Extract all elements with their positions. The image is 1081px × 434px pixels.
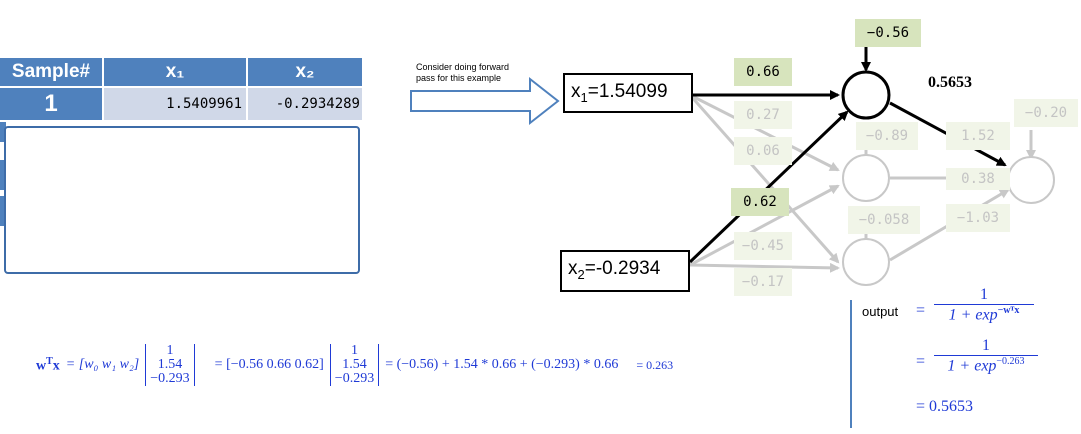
edge-x2-h1 <box>688 110 849 264</box>
sigmoid-eq-2: = <box>916 353 926 370</box>
eq-vec2-1: 1.54 <box>342 357 367 372</box>
row-x1-value: 1.5409961 <box>104 88 246 120</box>
sigmoid-fraction-1: 1 1 + exp−wᵀx <box>934 286 1034 324</box>
eq-w-values: = [−0.56 0.66 0.62] <box>214 357 324 372</box>
weight-h2-x1: 0.27 <box>734 101 792 129</box>
header-x2: x₂ <box>248 58 362 86</box>
x1-value: =1.54099 <box>587 81 668 102</box>
table-edge <box>0 160 6 190</box>
h1-output-value: 0.5653 <box>928 74 972 91</box>
hidden-node-1 <box>841 70 891 120</box>
row-x2-value: -0.2934289 <box>248 88 362 120</box>
eq-vec1-2: −0.293 <box>150 371 190 386</box>
sigmoid-den2-sup: −0.263 <box>996 356 1025 367</box>
weight-h1-x1: 0.66 <box>734 58 792 86</box>
output-node <box>1007 156 1055 204</box>
eq-expansion: = (−0.56) + 1.54 * 0.66 + (−0.293) * 0.6… <box>385 357 619 372</box>
hidden-node-2 <box>842 154 890 202</box>
sigmoid-den1-base: 1 + exp <box>948 306 998 324</box>
edge-x2-h3 <box>689 262 840 273</box>
sigmoid-num-2: 1 <box>982 337 990 354</box>
edge-x2-h2 <box>689 184 840 267</box>
forward-pass-arrow <box>410 76 560 126</box>
weight-h2-bias: −0.89 <box>856 122 918 150</box>
weight-out-h1: 1.52 <box>946 122 1010 150</box>
eq-result: = 0.263 <box>636 357 674 372</box>
x1-base: x <box>571 81 581 102</box>
note-line-1: Consider doing forward <box>416 62 510 72</box>
eq-lhs-sup: T <box>46 355 53 367</box>
sigmoid-num-1: 1 <box>980 286 988 303</box>
eq-vector-2: 1 1.54 −0.293 <box>329 343 380 386</box>
sigmoid-den2-base: 1 + exp <box>947 357 997 375</box>
eq-vec1-1: 1.54 <box>157 357 183 372</box>
linear-equation: wTx = [w₀ w₁ w₂] 1 1.54 −0.293 = [−0.56 … <box>36 336 673 394</box>
eq-lhs-x: x <box>52 358 60 374</box>
x1-subscript: 1 <box>580 89 588 105</box>
output-label: output <box>862 304 899 319</box>
table-edge <box>0 122 6 142</box>
input-x1-box: x1=1.54099 <box>563 73 693 113</box>
blank-overlay-box <box>4 126 360 274</box>
eq-lhs: wTx <box>36 356 60 375</box>
weight-out-h2: 0.38 <box>946 168 1010 190</box>
x2-base: x <box>568 258 578 279</box>
row-sample-number: 1 <box>0 88 102 120</box>
hidden-node-3 <box>842 238 890 286</box>
weight-h1-bias: −0.56 <box>855 19 921 47</box>
weight-h3-x2: −0.17 <box>734 268 792 296</box>
edge-x1-h2 <box>689 93 840 172</box>
eq-w-row: = [w₀ w₁ w₂] <box>65 357 140 372</box>
header-x1: x₁ <box>104 58 246 86</box>
weight-h1-x2: 0.62 <box>731 188 789 216</box>
sigmoid-divider <box>850 300 852 428</box>
weight-h3-x1: −0.45 <box>734 232 792 260</box>
edge-x1-h3 <box>688 94 840 264</box>
input-x2-box: x2=-0.2934 <box>560 250 690 292</box>
eq-vector-1: 1 1.54 −0.293 <box>145 343 195 386</box>
sigmoid-den-2: 1 + exp−0.263 <box>934 355 1038 375</box>
sigmoid-den-1: 1 + exp−wᵀx <box>934 304 1034 324</box>
sigmoid-eq-1: = <box>916 302 926 319</box>
x2-subscript: 2 <box>577 266 585 282</box>
weight-h3-bias: −0.058 <box>848 206 920 234</box>
forward-pass-note: Consider doing forward pass for this exa… <box>416 62 509 84</box>
note-line-2: pass for this example <box>416 73 502 83</box>
header-sample: Sample# <box>0 58 102 86</box>
weight-h2-x2: 0.06 <box>734 137 792 165</box>
sigmoid-fraction-2: 1 1 + exp−0.263 <box>934 337 1038 375</box>
sigmoid-final: = 0.5653 <box>916 398 974 415</box>
x2-value: =-0.2934 <box>584 258 661 279</box>
eq-vec2-2: −0.293 <box>334 371 375 386</box>
eq-vec2-0: 1 <box>351 343 358 358</box>
eq-vec1-0: 1 <box>166 343 174 358</box>
eq-lhs-w: w <box>36 358 47 374</box>
sigmoid-den1-sup: −wᵀx <box>997 305 1020 316</box>
weight-out-h3: −1.03 <box>946 204 1010 232</box>
weight-out-bias: −0.20 <box>1014 99 1078 127</box>
table-edge <box>0 196 6 226</box>
